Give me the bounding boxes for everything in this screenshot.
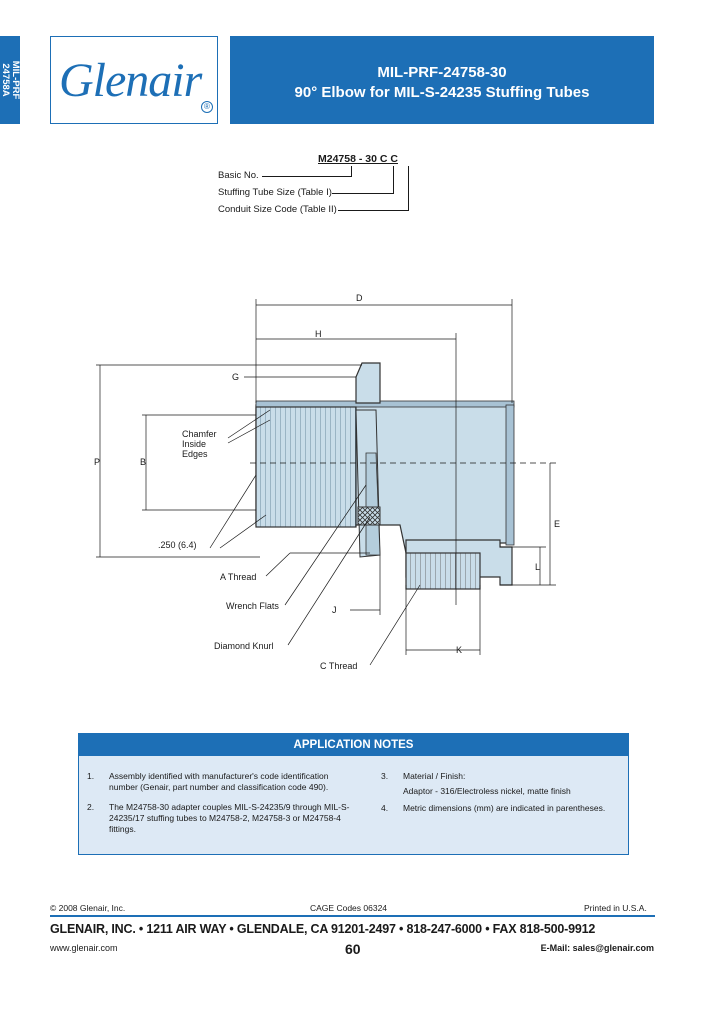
callout-inside: Inside (182, 439, 206, 449)
notes-header: APPLICATION NOTES (79, 734, 628, 756)
dim-p-label: P (94, 457, 100, 467)
dim-g-label: G (232, 372, 239, 382)
pn-leader (408, 166, 409, 210)
page-subtitle: 90° Elbow for MIL-S-24235 Stuffing Tubes (294, 84, 590, 101)
dim-h-label: H (315, 329, 322, 339)
note-2-number: 2. (87, 802, 95, 812)
pn-leader (262, 176, 352, 177)
knurled-nut (255, 406, 357, 528)
callout-edges: Edges (182, 449, 208, 459)
page-title: MIL-PRF-24758-30 (377, 64, 507, 81)
outlet (405, 539, 513, 590)
callout-250: .250 (6.4) (158, 540, 197, 550)
dim-d-label: D (356, 293, 363, 303)
registered-mark: ® (201, 101, 213, 113)
dim-e-label: E (554, 519, 560, 529)
pn-leader (338, 210, 409, 211)
pn-field-conduit: Conduit Size Code (Table II) (218, 204, 337, 215)
footer-website-link[interactable]: www.glenair.com (50, 943, 118, 953)
callout-wrench-flats: Wrench Flats (226, 601, 279, 611)
dim-b-label: B (140, 457, 146, 467)
note-4-text: Metric dimensions (mm) are indicated in … (403, 803, 606, 813)
pn-leader (393, 166, 394, 193)
pn-field-basic: Basic No. (218, 170, 259, 181)
side-tab-line2: 24758A (0, 63, 11, 97)
note-3-number: 3. (381, 771, 389, 781)
title-banner: MIL-PRF-24758-30 90° Elbow for MIL-S-242… (230, 36, 654, 124)
note-4-number: 4. (381, 803, 389, 813)
side-tab-line1: MIL-PRF (10, 60, 21, 100)
dim-k-label: K (456, 645, 462, 655)
note-3-text: Material / Finish: (403, 771, 466, 781)
page-number: 60 (345, 941, 361, 957)
logo-wordmark: Glenair (59, 54, 202, 107)
dim-l-label: L (535, 562, 540, 572)
note-2-text: The M24758-30 adapter couples MIL-S-2423… (109, 802, 350, 834)
pn-leader (332, 193, 394, 194)
c-thread (405, 552, 481, 590)
note-1-number: 1. (87, 771, 95, 781)
callout-a-thread: A Thread (220, 572, 256, 582)
dim-j-label: J (332, 605, 337, 615)
footer-company-info: GLENAIR, INC. • 1211 AIR WAY • GLENDALE,… (50, 922, 596, 936)
callout-diamond-knurl: Diamond Knurl (214, 641, 274, 651)
side-tab-label: MIL-PRF 24758A (0, 36, 21, 124)
footer-copyright: © 2008 Glenair, Inc. (50, 903, 126, 913)
note-1-text: Assembly identified with manufacturer's … (109, 771, 329, 792)
wrench-flats (355, 409, 381, 558)
part-number-code: M24758 - 30 C C (318, 153, 398, 165)
diamond-knurl (357, 506, 381, 526)
application-notes: APPLICATION NOTES 1. Assembly identified… (78, 733, 629, 855)
callout-c-thread: C Thread (320, 661, 357, 671)
dimension-lines (96, 299, 556, 666)
pn-leader (351, 166, 352, 176)
pn-field-stuffing-tube: Stuffing Tube Size (Table I) (218, 187, 332, 198)
side-tab: MIL-PRF 24758A (0, 36, 21, 124)
footer-email-link[interactable]: E-Mail: sales@glenair.com (540, 943, 654, 953)
note-3-detail: Adaptor - 316/Electroless nickel, matte … (403, 786, 571, 796)
logo: Glenair ® (50, 36, 218, 124)
elbow-drawing: D H G P B E L J K Chamfer Inside Edges .… (94, 293, 560, 671)
footer-divider (50, 915, 655, 917)
callout-chamfer: Chamfer (182, 429, 217, 439)
footer-printed: Printed in U.S.A. (584, 903, 647, 913)
footer-cage-codes: CAGE Codes 06324 (310, 903, 388, 913)
